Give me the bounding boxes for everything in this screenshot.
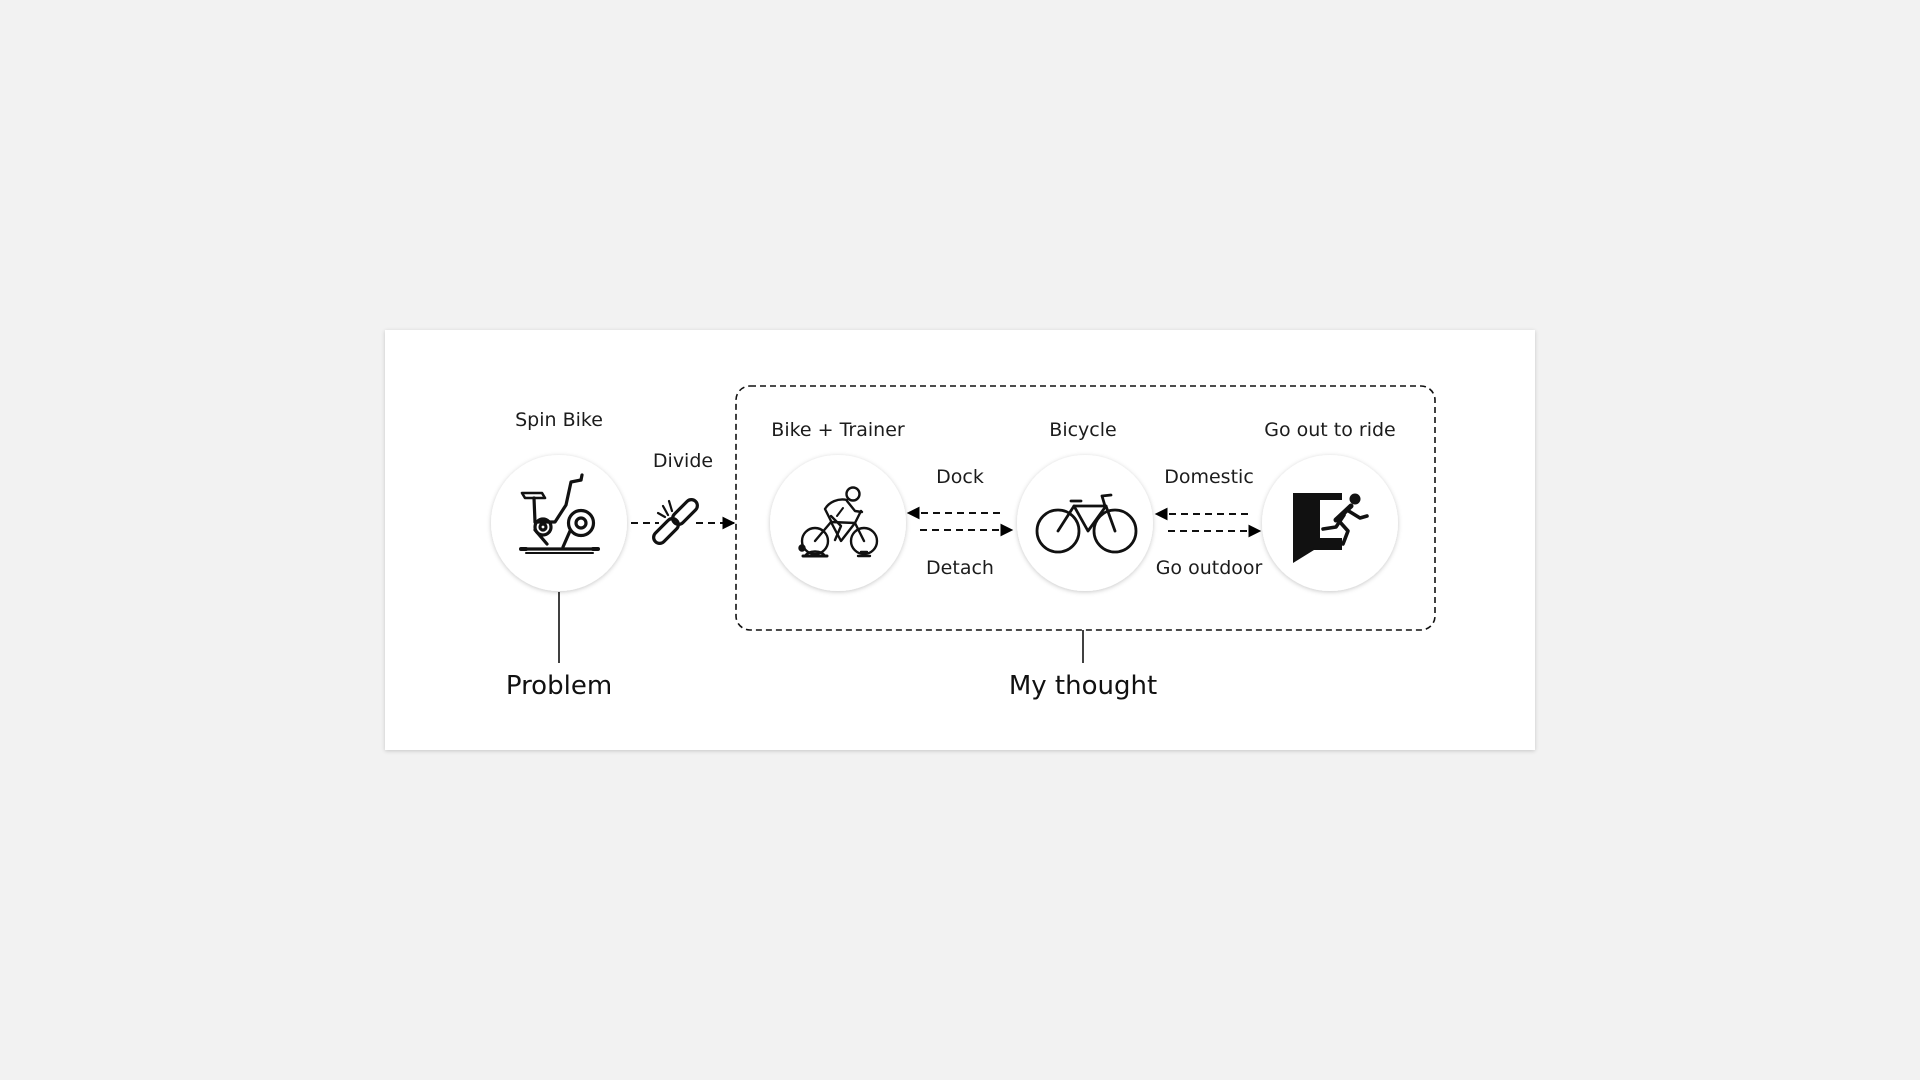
domestic-label: Domestic [1164, 466, 1254, 488]
detach-label: Detach [926, 557, 994, 579]
cyclist-trainer-icon [798, 486, 879, 558]
node-spin-bike [491, 455, 627, 591]
bicycle-icon [1035, 493, 1138, 554]
problem-label: Problem [506, 671, 612, 701]
flow-diagram: Spin Bike Divide Bike + Trainer Bicycle … [491, 385, 1436, 701]
exit-door-icon [1293, 493, 1369, 563]
broken-link-icon [652, 498, 699, 545]
diagram-card: Spin Bike Divide Bike + Trainer Bicycle … [385, 330, 1535, 750]
go-outdoor-label: Go outdoor [1156, 557, 1263, 579]
node-go-out [1262, 455, 1398, 591]
spin-bike-label: Spin Bike [515, 409, 603, 431]
spin-bike-icon [519, 473, 600, 554]
bike-trainer-label: Bike + Trainer [771, 419, 905, 441]
my-thought-label: My thought [1009, 671, 1157, 701]
my-thought-group-box [735, 385, 1436, 631]
divide-label: Divide [653, 450, 713, 472]
dock-label: Dock [936, 466, 984, 488]
bicycle-label: Bicycle [1049, 419, 1116, 441]
go-out-label: Go out to ride [1264, 419, 1396, 441]
